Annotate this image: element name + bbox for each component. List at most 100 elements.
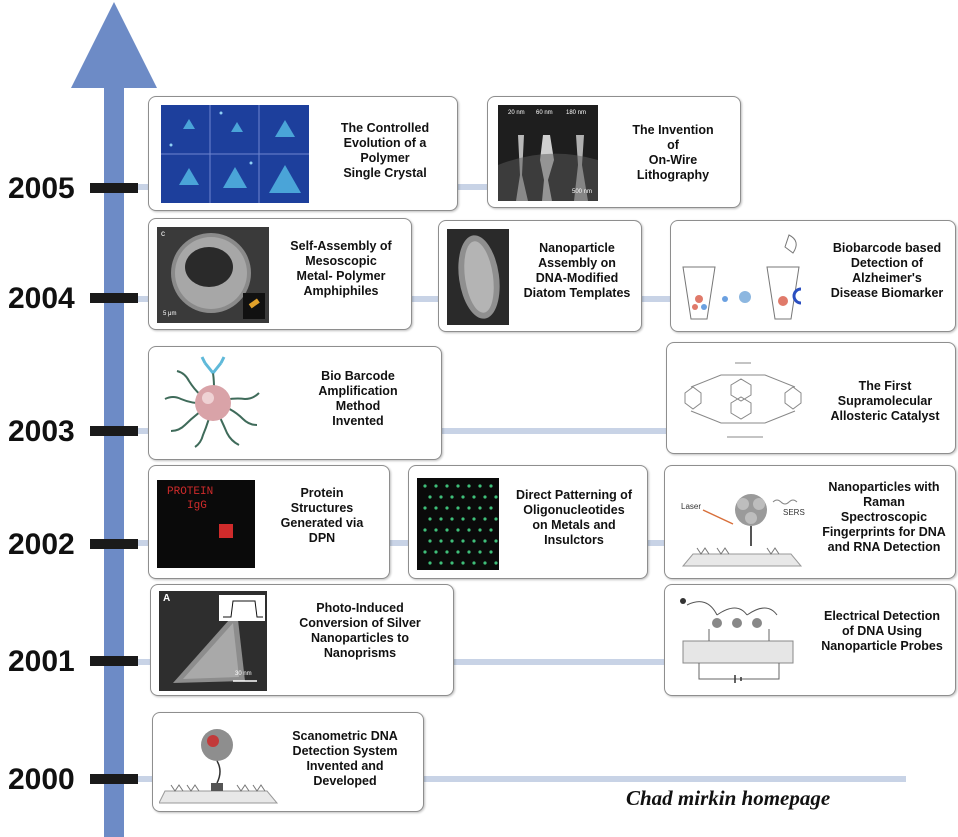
litho-label-60nm: 60 nm bbox=[536, 110, 553, 116]
fluorescent-dot-array bbox=[423, 484, 498, 565]
fluorescent-dot bbox=[439, 495, 443, 499]
tick-2000 bbox=[90, 774, 138, 784]
title-allosteric-catalyst: The First Supramolecular Allosteric Cata… bbox=[830, 379, 940, 423]
protein-dpn-text: PROTEIN bbox=[167, 486, 214, 498]
fluorescent-dot bbox=[489, 550, 493, 554]
fluorescent-dot bbox=[461, 561, 465, 565]
title-oligonucleotide-patterning: Direct Patterning of Oligonucleotides on… bbox=[516, 488, 632, 547]
fluorescent-dot bbox=[467, 528, 471, 532]
card-polymer-single-crystal: The Controlled Evolution of a Polymer Si… bbox=[148, 96, 458, 211]
tick-2004 bbox=[90, 293, 138, 303]
card-onwire-lithography: 20 nm 60 nm 180 nm 500 nm The Invention … bbox=[487, 96, 741, 208]
fluorescent-dot bbox=[478, 550, 482, 554]
fluorescent-dot bbox=[494, 539, 498, 543]
title-onwire-lithography: The Invention of On-Wire Lithography bbox=[632, 123, 714, 182]
card-raman-fingerprints: Laser SERS Nanoparticles with Raman Spec… bbox=[664, 465, 956, 579]
connector-2000 bbox=[124, 776, 906, 782]
litho-scale-bar: 500 nm bbox=[572, 189, 593, 195]
fluorescent-dot bbox=[450, 539, 454, 543]
year-2005: 2005 bbox=[8, 172, 75, 205]
electrode-graphic bbox=[680, 598, 794, 683]
card-bio-barcode-amplification: Bio Barcode Amplification Method Invente… bbox=[148, 346, 442, 460]
timeline-arrow-head bbox=[71, 2, 157, 88]
raman-laser-label: Laser bbox=[681, 502, 702, 511]
fluorescent-dot bbox=[483, 539, 487, 543]
card-diatom-templates: Nanoparticle Assembly on DNA-Modified Di… bbox=[438, 220, 642, 332]
year-2001: 2001 bbox=[8, 645, 75, 678]
fluorescent-dot bbox=[467, 484, 471, 488]
oligo-array-image bbox=[417, 478, 499, 570]
fluorescent-dot bbox=[472, 561, 476, 565]
protein-dpn-image: PROTEIN IgG bbox=[157, 480, 255, 568]
fluorescent-dot bbox=[434, 506, 438, 510]
fluorescent-dot bbox=[494, 517, 498, 521]
tick-2005 bbox=[90, 183, 138, 193]
fluorescent-dot bbox=[461, 517, 465, 521]
onwire-lithography-image: 20 nm 60 nm 180 nm 500 nm bbox=[498, 105, 598, 201]
raman-graphic bbox=[681, 494, 803, 567]
fluorescent-dot bbox=[428, 539, 432, 543]
title-biobarcode-alzheimers: Biobarcode based Detection of Alzheimer'… bbox=[830, 241, 944, 300]
fluorescent-dot bbox=[445, 506, 449, 510]
fluorescent-dot bbox=[456, 484, 460, 488]
fluorescent-dot bbox=[450, 517, 454, 521]
fluorescent-dot bbox=[428, 495, 432, 499]
fluorescent-dot bbox=[472, 539, 476, 543]
fluorescent-dot bbox=[456, 506, 460, 510]
fluorescent-dot bbox=[472, 495, 476, 499]
title-bio-barcode-amplification: Bio Barcode Amplification Method Invente… bbox=[318, 369, 398, 428]
fluorescent-dot bbox=[445, 528, 449, 532]
fluorescent-dot bbox=[450, 495, 454, 499]
fluorescent-dot bbox=[439, 539, 443, 543]
assay-tubes-graphic bbox=[682, 234, 802, 320]
raman-sers-label: SERS bbox=[783, 508, 805, 517]
card-protein-structures-dpn: PROTEIN IgG Protein Structures Generated… bbox=[148, 465, 390, 579]
nanoprism-graphic bbox=[173, 595, 265, 683]
year-2000: 2000 bbox=[8, 763, 75, 796]
fluorescent-dot bbox=[439, 561, 443, 565]
tick-2001 bbox=[90, 656, 138, 666]
card-scanometric-detection: Scanometric DNA Detection System Invente… bbox=[152, 712, 424, 812]
card-silver-nanoprisms: A 30 nm Photo-Induced Conversion of Silv… bbox=[150, 584, 454, 696]
fluorescent-dot bbox=[483, 495, 487, 499]
year-2004: 2004 bbox=[8, 282, 75, 315]
card-biobarcode-alzheimers: Biobarcode based Detection of Alzheimer'… bbox=[670, 220, 956, 332]
title-silver-nanoprisms: Photo-Induced Conversion of Silver Nanop… bbox=[299, 601, 421, 660]
fluorescent-dot bbox=[478, 506, 482, 510]
fluorescent-dot bbox=[483, 517, 487, 521]
timeline-axis bbox=[104, 58, 124, 837]
fluorescent-dot bbox=[445, 550, 449, 554]
fluorescent-dot bbox=[439, 517, 443, 521]
diatom-graphic bbox=[458, 235, 500, 319]
title-protein-structures-dpn: Protein Structures Generated via DPN bbox=[280, 486, 364, 545]
fluorescent-dot bbox=[472, 517, 476, 521]
catalyst-graphic bbox=[684, 362, 802, 438]
crystal-triangles-graphic bbox=[161, 105, 309, 203]
raman-schematic-image: Laser SERS bbox=[673, 474, 811, 574]
card-oligonucleotide-patterning: Direct Patterning of Oligonucleotides on… bbox=[408, 465, 648, 579]
fluorescent-dot bbox=[478, 528, 482, 532]
fluorescent-dot bbox=[445, 484, 449, 488]
fluorescent-dot bbox=[489, 506, 493, 510]
bio-barcode-particle-image bbox=[157, 351, 269, 455]
fluorescent-dot bbox=[489, 528, 493, 532]
protein-dpn-square bbox=[219, 524, 233, 538]
year-2003: 2003 bbox=[8, 415, 75, 448]
alzheimers-assay-image bbox=[675, 227, 815, 327]
scanometric-graphic bbox=[159, 729, 279, 804]
fluorescent-dot bbox=[483, 561, 487, 565]
fluorescent-dot bbox=[467, 550, 471, 554]
title-electrical-detection: Electrical Detection of DNA Using Nanopa… bbox=[821, 609, 943, 653]
fluorescent-dot bbox=[456, 528, 460, 532]
fluorescent-dot bbox=[456, 550, 460, 554]
fluorescent-dot bbox=[434, 528, 438, 532]
amphiphile-sem-image: c 5 μm bbox=[157, 227, 269, 323]
nanoprism-tem-image: A 30 nm bbox=[159, 591, 267, 691]
title-diatom-templates: Nanoparticle Assembly on DNA-Modified Di… bbox=[523, 241, 631, 300]
polymer-crystal-image bbox=[161, 105, 309, 203]
card-electrical-detection: Electrical Detection of DNA Using Nanopa… bbox=[664, 584, 956, 696]
litho-label-20nm: 20 nm bbox=[508, 110, 525, 116]
fluorescent-dot bbox=[423, 484, 427, 488]
litho-label-180nm: 180 nm bbox=[566, 110, 587, 116]
fluorescent-dot bbox=[423, 550, 427, 554]
